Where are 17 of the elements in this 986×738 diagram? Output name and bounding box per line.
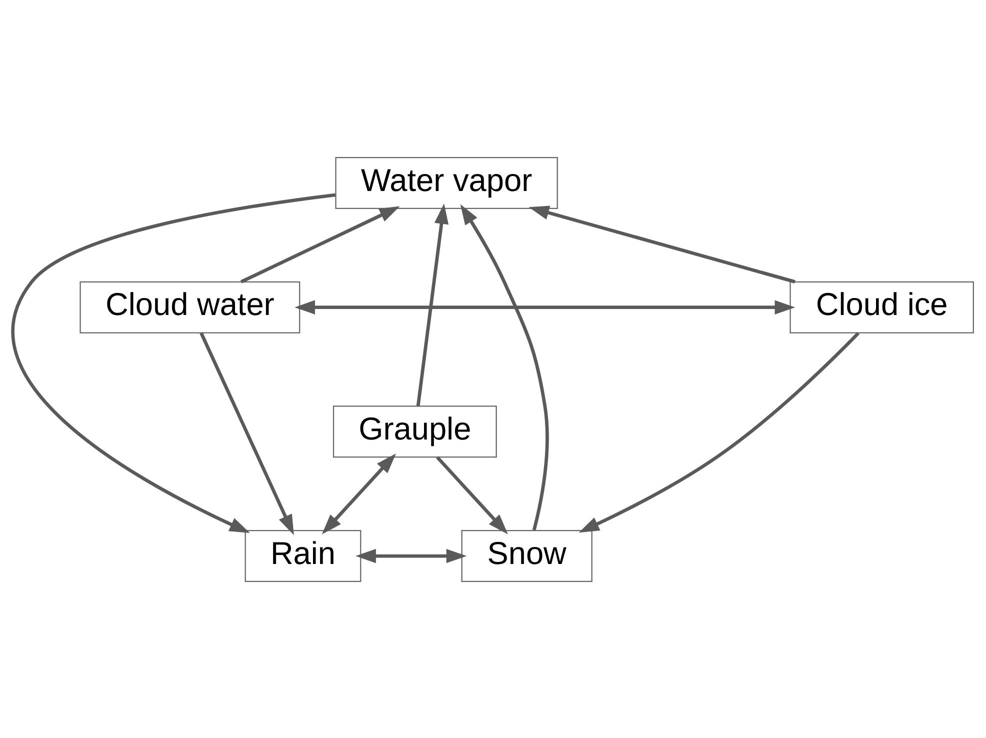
arrow	[436, 456, 508, 534]
arrow	[322, 452, 396, 534]
arrow	[416, 203, 449, 406]
arrow	[528, 205, 796, 283]
node-box: Water vapor	[335, 156, 558, 208]
arrow	[200, 332, 294, 535]
arrow	[294, 300, 796, 314]
arrow	[356, 548, 467, 563]
node-box: Snow	[461, 530, 592, 582]
arrow	[460, 204, 549, 530]
arrow	[578, 332, 860, 532]
arrow	[240, 206, 400, 283]
node-box: Cloud ice	[790, 280, 974, 333]
node-box: Rain	[244, 530, 362, 582]
arrow	[11, 192, 336, 533]
node-box: Grauple	[332, 405, 497, 458]
node-box: Cloud water	[80, 280, 300, 333]
